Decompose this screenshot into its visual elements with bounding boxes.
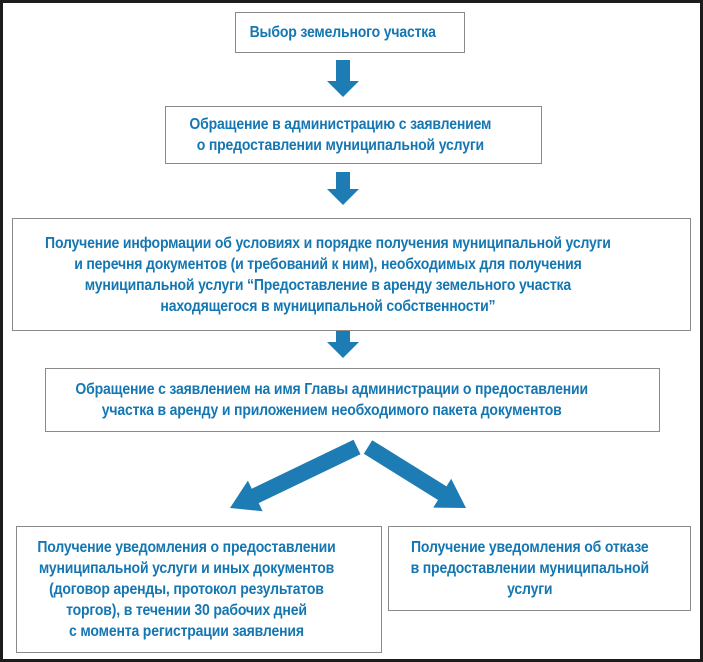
flow-node-notice-refused: Получение уведомления об отказе в предос…	[388, 526, 691, 611]
node-text: Обращение с заявлением на имя Главы адми…	[75, 381, 588, 419]
flow-node-apply-administration: Обращение в администрацию с заявлением о…	[165, 106, 542, 164]
node-text: Обращение в администрацию с заявлением о…	[189, 116, 492, 154]
flow-node-select-plot: Выбор земельного участка	[235, 12, 465, 53]
node-text: Получение информации об условиях и поряд…	[45, 234, 611, 315]
down-arrow-icon	[327, 60, 359, 97]
node-text: Выбор земельного участка	[249, 24, 436, 41]
flow-node-notice-granted: Получение уведомления о предоставлении м…	[16, 526, 382, 653]
diagonal-down-left-arrow-icon	[230, 439, 361, 512]
node-text: Получение уведомления о предоставлении м…	[37, 539, 336, 640]
down-arrow-icon	[327, 331, 359, 358]
down-arrow-icon	[327, 172, 359, 205]
diagonal-down-right-arrow-icon	[363, 440, 466, 508]
flow-node-apply-head: Обращение с заявлением на имя Главы адми…	[45, 368, 660, 432]
node-text: Получение уведомления об отказе в предос…	[410, 539, 649, 598]
flow-node-receive-info: Получение информации об условиях и поряд…	[12, 218, 691, 331]
